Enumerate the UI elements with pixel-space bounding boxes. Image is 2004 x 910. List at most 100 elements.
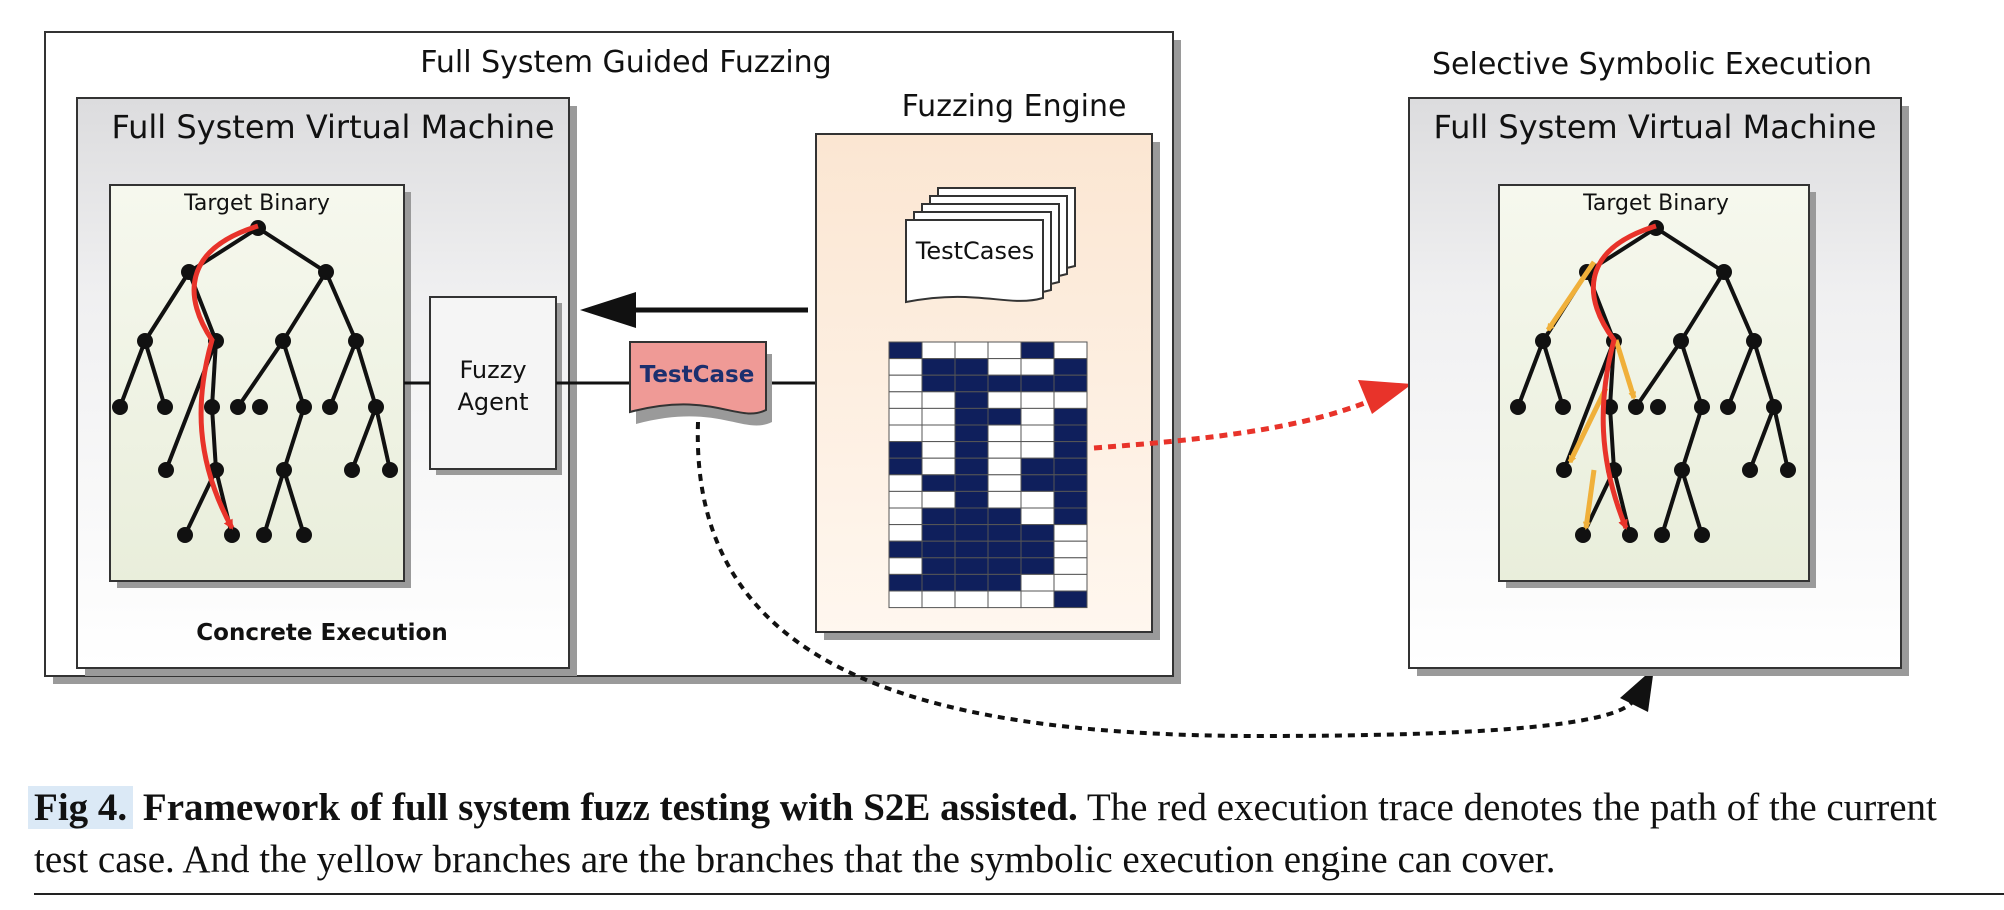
tree-edge (1726, 340, 1756, 408)
tree-node (368, 399, 384, 415)
grid-cell (921, 457, 956, 476)
fuzzy-agent-label-line2: Agent (457, 388, 528, 416)
grid-cell (1053, 358, 1088, 376)
grid-cell (987, 391, 1022, 409)
tree-edge (328, 340, 358, 408)
grid-cell (888, 490, 923, 509)
tree-node (158, 462, 174, 478)
tree-edge (210, 406, 218, 471)
tree-node (1622, 527, 1638, 543)
tree-edge (236, 339, 285, 409)
grid-cell (1020, 573, 1055, 592)
grid-cell (954, 341, 989, 360)
tree-edge (1680, 469, 1704, 536)
grid-cell (954, 391, 989, 409)
grid-cell (954, 557, 989, 575)
grid-cell (987, 590, 1022, 609)
tree-node (1654, 527, 1670, 543)
grid-cell (888, 424, 923, 443)
grid-cell (921, 474, 956, 492)
grid-cell (954, 524, 989, 542)
grid-cell (1020, 341, 1055, 360)
figure-caption: Fig 4. Framework of full system fuzz tes… (28, 782, 1984, 886)
tree-node (177, 527, 193, 543)
grid-cell (954, 407, 989, 426)
grid-cell (921, 490, 956, 509)
tree-node (1766, 399, 1782, 415)
grid-cell (987, 524, 1022, 542)
grid-cell (888, 557, 923, 575)
tree-edge (1722, 271, 1756, 342)
grid-cell (1020, 557, 1055, 575)
grid-cell (921, 524, 956, 542)
tree-node (1716, 264, 1732, 280)
testcases-label: TestCases (915, 237, 1035, 265)
grid-cell (954, 424, 989, 443)
left-vm-title: Full System Virtual Machine (111, 108, 554, 146)
right-vm-title: Full System Virtual Machine (1433, 108, 1876, 146)
tree-node (112, 399, 128, 415)
grid-cell (888, 457, 923, 476)
tree-edge (1654, 226, 1726, 274)
yellow-branch-4 (1582, 469, 1597, 530)
red-dotted-arrowhead (1358, 380, 1412, 414)
tree-edge (374, 406, 392, 471)
grid-cell (921, 441, 956, 459)
tree-edge (1748, 406, 1776, 471)
grid-cell (987, 474, 1022, 492)
tree-node (181, 264, 197, 280)
grid-cell (1053, 557, 1088, 575)
grid-cell (921, 573, 956, 592)
tree-node (382, 462, 398, 478)
grid-cell (954, 590, 989, 609)
grid-cell (888, 590, 923, 609)
tree-node (1694, 527, 1710, 543)
grid-cell (1053, 457, 1088, 476)
grid-cell (1053, 573, 1088, 592)
grid-cell (921, 391, 956, 409)
grid-cell (1020, 540, 1055, 559)
tree-node (322, 399, 338, 415)
grid-cell (1053, 540, 1088, 559)
grid-cell (1020, 407, 1055, 426)
tree-node (296, 399, 312, 415)
grid-cell (987, 457, 1022, 476)
tree-edge (210, 340, 218, 408)
tree-node (256, 527, 272, 543)
grid-cell (987, 441, 1022, 459)
grid-cell (921, 557, 956, 575)
grid-cell (1020, 358, 1055, 376)
tree-node (1720, 399, 1736, 415)
tree-edge (1772, 406, 1790, 471)
left-target-binary-box: Target Binary (109, 184, 411, 588)
selective-symbolic-title: Selective Symbolic Execution (1432, 47, 1872, 82)
tree-edge (354, 340, 378, 408)
figure-label: Fig 4. (28, 786, 134, 829)
grid-cell (1020, 441, 1055, 459)
tree-edge (282, 406, 306, 471)
grid-cell (987, 407, 1022, 426)
tree-edge (324, 271, 358, 342)
yellow-branch-3 (1567, 386, 1609, 464)
testcase-to-symbolic-black-dotted-arrow (695, 421, 1636, 739)
grid-cell (1053, 507, 1088, 526)
grid-cell (888, 341, 923, 360)
tree-node (137, 333, 153, 349)
tree-edge (143, 340, 167, 408)
tree-edge (262, 469, 286, 536)
tree-node (344, 462, 360, 478)
tree-edge (1680, 406, 1704, 471)
grid-cell (1020, 374, 1055, 393)
grid-cell (987, 490, 1022, 509)
grid-cell (1020, 507, 1055, 526)
testcases-stack-icon: TestCases (905, 187, 1076, 304)
tree-node (348, 333, 364, 349)
tree-node (1628, 399, 1644, 415)
tree-node (275, 333, 291, 349)
testcase-document-icon: TestCase (629, 341, 772, 426)
grid-cell (888, 540, 923, 559)
tree-node (1535, 333, 1551, 349)
tree-node (1673, 333, 1689, 349)
grid-cell (1020, 457, 1055, 476)
grid-cell (1053, 441, 1088, 459)
